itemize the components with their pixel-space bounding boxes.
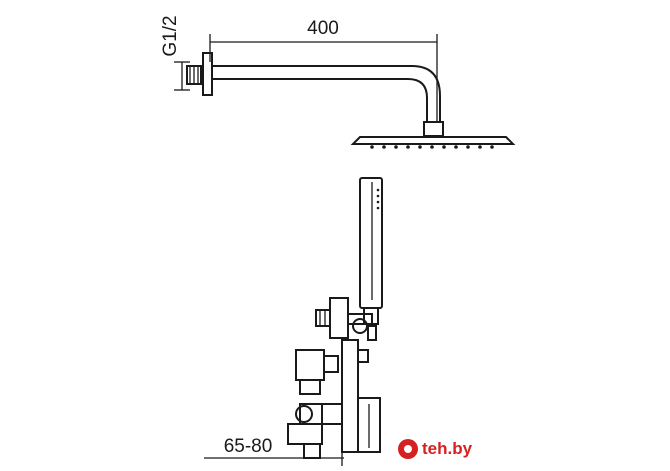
depth-dimension: 65-80	[204, 436, 344, 466]
watermark-text: teh.by	[422, 439, 473, 458]
concealed-mixer	[287, 339, 381, 459]
hand-shower	[359, 177, 383, 325]
thread-label: G1/2	[160, 15, 181, 56]
rain-shower-head	[350, 136, 516, 149]
outlet-flange	[329, 297, 349, 339]
arm-length-label: 400	[307, 18, 339, 39]
watermark: teh.by	[396, 436, 479, 462]
arm-length-dimension: 400	[209, 18, 438, 122]
outlet-nipple	[315, 309, 331, 327]
diverter-knob	[357, 349, 369, 363]
diverter-housing	[295, 349, 325, 381]
hand-shower-body	[359, 177, 383, 309]
depth-label: 65-80	[224, 436, 273, 457]
wall-outlet-holder	[315, 297, 377, 341]
shower-arm	[186, 52, 444, 137]
cover-plate	[341, 339, 359, 453]
thread-dimension: G1/2	[160, 15, 190, 91]
hand-shower-nozzles	[376, 188, 380, 210]
mixer-base	[287, 423, 323, 445]
wall-flange	[202, 52, 213, 96]
watermark-logo-icon	[398, 439, 418, 459]
arm-joint	[423, 121, 444, 137]
shower-nozzles	[370, 145, 494, 149]
mixer-lever	[357, 397, 381, 453]
